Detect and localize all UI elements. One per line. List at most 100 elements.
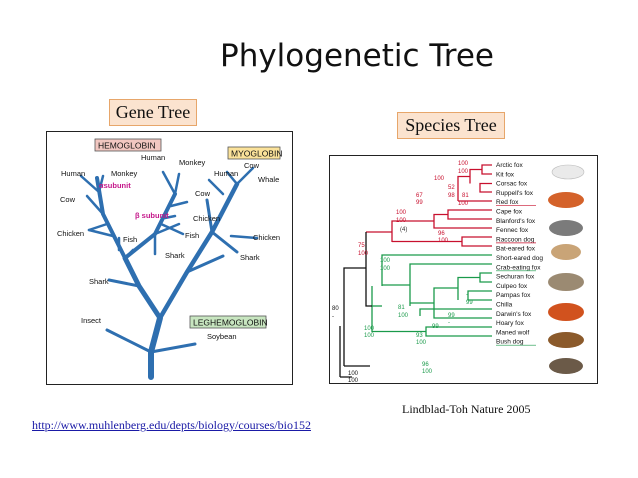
species-taxon-label: Ruppell's fox [496,190,534,197]
figure-caption: Lindblad-Toh Nature 2005 [402,402,531,416]
red-fox-illustration [548,192,584,208]
arctic-fox-illustration [551,164,585,180]
species-taxon-label: Short-eared dog [496,255,543,262]
species-taxon-label: Pampas fox [496,292,531,299]
slide-title: Phylogenetic Tree [220,38,494,74]
taxon-monkey: Monkey [179,158,206,167]
raccoon-dog-illustration [549,220,583,236]
svg-text:100: 100 [398,313,409,319]
species-taxon-label: Blanford's fox [496,218,536,225]
species-tree-label: Species Tree [397,112,505,139]
fox-illustrations [548,164,585,374]
maned-wolf-illustration [548,303,584,321]
svg-text:75: 75 [358,243,365,249]
species-taxon-label: Kit fox [496,171,515,178]
taxon-insect: Insect [81,316,102,325]
svg-text:100: 100 [422,369,433,375]
taxon-whale: Whale [258,175,279,184]
bush-dog-illustration [548,332,584,348]
svg-text:100: 100 [416,340,427,346]
svg-text:100: 100 [458,201,469,207]
svg-text:99: 99 [416,200,423,206]
svg-text:100: 100 [396,210,407,216]
svg-text:96: 96 [438,231,445,237]
taxon-chicken: Chicken [253,233,280,242]
leghemoglobin-box [189,315,267,329]
svg-text:100: 100 [364,333,375,339]
taxon-fish: Fish [185,231,199,240]
svg-text:-: - [466,292,468,298]
taxon-monkey: Monkey [111,169,138,178]
bat-eared-fox-illustration [551,244,581,260]
svg-text:100: 100 [364,326,375,332]
species-taxon-label: Red fox [496,199,519,206]
source-link[interactable]: http://www.muhlenberg.edu/depts/biology/… [32,418,311,432]
taxon-shark: Shark [89,277,109,286]
gene-tree-branches [79,166,259,380]
species-taxon-label: Hoary fox [496,320,525,327]
svg-text:99: 99 [448,313,455,319]
taxon-cow: Cow [60,195,76,204]
root-branches [339,232,372,378]
root-support-values: 80 - 100 100 [332,306,359,383]
species-taxon-label: Crab-eating fox [496,264,541,271]
gene-tree-svg: HEMOGLOBIN MYOGLOBIN LEGHEMOGLOBIN [57,138,282,380]
leghemoglobin-label: LEGHEMOGLOBIN [193,318,268,328]
species-taxon-label: Cape fox [496,209,523,216]
svg-text:-: - [448,320,450,326]
svg-text:100: 100 [434,176,445,182]
svg-text:(4): (4) [400,227,407,233]
jackal-illustration [549,358,583,374]
green-support-values: 100 100 81 100 - 99 99 - 100 100 93 100 … [364,258,473,375]
svg-text:100: 100 [358,251,369,257]
svg-text:98: 98 [448,193,455,199]
hemoglobin-label: HEMOGLOBIN [98,141,156,151]
svg-text:96: 96 [422,362,429,368]
svg-text:99: 99 [466,300,473,306]
taxon-fish: Fish [123,235,137,244]
myoglobin-box [227,146,281,160]
species-taxon-label: Corsac fox [496,181,528,188]
myoglobin-label: MYOGLOBIN [231,149,282,159]
alpha-subunit-label: αsubunit [99,181,131,190]
species-taxon-label: Darwin's fox [496,311,532,318]
svg-text:100: 100 [396,218,407,224]
svg-text:100: 100 [348,378,359,383]
species-taxon-label: Culpeo fox [496,283,528,290]
taxon-cow: Cow [244,161,260,170]
taxon-human: Human [141,153,165,162]
taxon-shark: Shark [240,253,260,262]
species-taxon-label: Raccoon dog [496,236,535,243]
svg-text:81: 81 [462,193,469,199]
svg-text:81: 81 [398,305,405,311]
species-taxon-label: Bat-eared fox [496,246,536,253]
svg-text:93: 93 [416,333,423,339]
svg-text:67: 67 [416,193,423,199]
svg-text:-: - [332,314,334,320]
svg-text:100: 100 [380,266,391,272]
taxon-chicken: Chicken [57,229,84,238]
taxon-soybean: Soybean [207,332,237,341]
species-taxon-label: Maned wolf [496,329,529,336]
beta-subunit-label: β subunit [135,211,169,220]
svg-text:100: 100 [458,161,469,167]
species-taxon-label: Bush dog [496,339,524,346]
taxon-shark: Shark [165,251,185,260]
red-clade-branches [366,164,492,247]
taxon-chicken: Chicken [193,214,220,223]
svg-text:100: 100 [380,258,391,264]
svg-text:52: 52 [448,185,455,191]
taxon-human: Human [214,169,238,178]
crab-eating-fox-illustration [548,273,584,291]
taxon-human: Human [61,169,85,178]
species-taxon-label: Sechuran fox [496,274,535,281]
gene-tree-label: Gene Tree [109,99,197,126]
svg-text:99: 99 [432,324,439,330]
species-taxon-label: Fennec fox [496,227,529,234]
svg-text:100: 100 [458,169,469,175]
red-support-values: 100 100 100 52 67 98 81 99 100 100 100 (… [358,161,469,257]
svg-text:100: 100 [348,371,359,377]
